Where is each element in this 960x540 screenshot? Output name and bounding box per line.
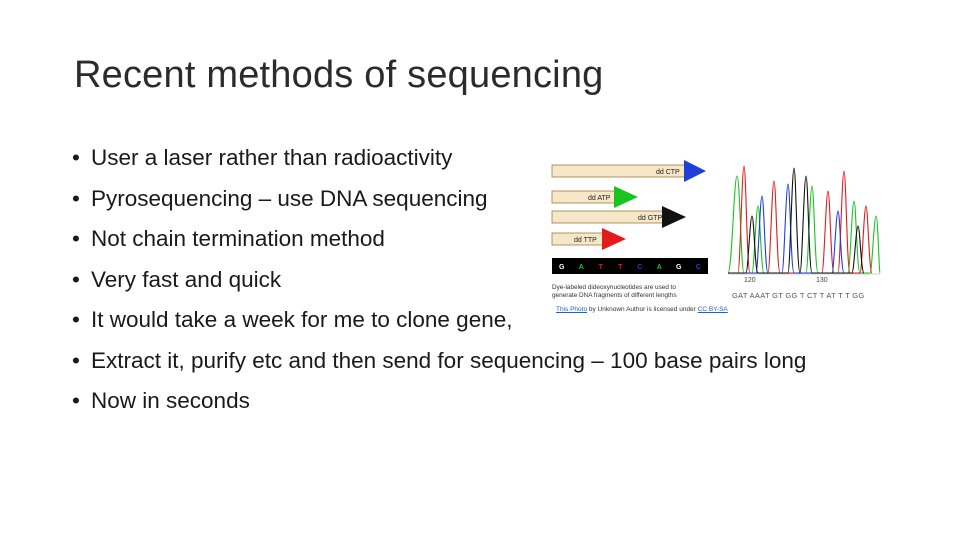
arrow-label-atp: dd ATP — [588, 195, 611, 202]
bullet-dot: • — [72, 185, 80, 211]
arrow-head-gtp — [662, 206, 686, 228]
slide-title: Recent methods of sequencing — [74, 54, 604, 96]
dna-sequencing-figure: dd CTP dd ATP dd GTP dd TTP G A T T C A G C Dye… — [551, 160, 881, 300]
sequence-cell-letter: T — [618, 264, 623, 271]
bullet-dot: • — [72, 226, 80, 251]
bullet-item: • It would take a week for me to clone ge… — [72, 306, 872, 333]
bullet-text: It would take a week for me to clone gen… — [91, 307, 513, 332]
sequence-cell-letter: C — [696, 264, 701, 271]
sequence-cell-letter: G — [559, 264, 565, 271]
axis-tick-130: 130 — [816, 277, 828, 284]
license-link[interactable]: CC BY-SA — [697, 306, 728, 313]
trace-black — [728, 167, 865, 274]
arrow-head-ctp — [684, 160, 706, 182]
bullet-dot: • — [72, 347, 80, 373]
bullet-text: Not chain termination method — [91, 226, 385, 251]
sequence-cell-letter: G — [676, 264, 682, 271]
arrow-label-ctp: dd CTP — [656, 169, 680, 176]
credit-text: by Unknown Author is licensed under — [587, 306, 698, 313]
bullet-dot: • — [72, 388, 80, 413]
trace-blue — [728, 183, 845, 274]
figure-caption-line1: Dye-labeled dideoxynucleotides are used … — [552, 284, 676, 291]
arrow-label-gtp: dd GTP — [638, 215, 662, 222]
bullet-item: • User a laser rather than radioactivity — [72, 144, 872, 171]
primer-arrow-ttp: dd TTP — [551, 228, 626, 250]
bullet-item: • Pyrosequencing – use DNA sequencing — [72, 185, 872, 212]
primer-arrow-ctp: dd CTP — [551, 160, 706, 182]
bullet-item: • Very fast and quick — [72, 266, 872, 293]
sequence-cell-letter: A — [657, 264, 662, 271]
bullet-dot: • — [72, 145, 80, 170]
bullet-text: Extract it, purify etc and then send for… — [91, 347, 807, 373]
bullet-text: User a laser rather than radioactivity — [91, 145, 453, 170]
arrow-head-atp — [614, 186, 638, 208]
trace-red — [728, 165, 873, 274]
bullet-item: • Not chain termination method — [72, 225, 872, 252]
arrow-label-ttp: dd TTP — [574, 237, 597, 244]
figure-caption-line2: generate DNA fragments of different leng… — [552, 292, 677, 299]
bullet-text: Very fast and quick — [91, 266, 282, 292]
sequence-cell-letter: A — [579, 264, 584, 271]
bullet-text: Pyrosequencing – use DNA sequencing — [91, 185, 488, 211]
primer-arrow-atp: dd ATP — [551, 186, 638, 208]
bullet-dot: • — [72, 307, 80, 332]
sequence-cell-letter: C — [637, 264, 642, 271]
bullet-list: •User a laser rather than radioactivity … — [72, 144, 872, 428]
photo-link[interactable]: This Photo — [556, 306, 588, 313]
bullet-item: • Extract it, purify etc and then send fo… — [72, 347, 881, 374]
bullet-text: Now in seconds — [91, 388, 250, 413]
bullet-item: • Now in seconds — [72, 387, 872, 414]
axis-tick-120: 120 — [744, 277, 756, 284]
sequence-cell-letter: T — [599, 264, 604, 271]
image-credit: This Photo by Unknown Author is licensed… — [556, 306, 728, 313]
chromatogram: 120 130 GAT AAAT GT GG T CT T AT T T GG — [727, 165, 881, 300]
chromatogram-sequence: GAT AAAT GT GG T CT T AT T T GG — [732, 291, 865, 300]
bullet-dot: • — [72, 266, 80, 292]
primer-arrow-gtp: dd GTP — [551, 206, 686, 228]
arrow-head-ttp — [602, 228, 626, 250]
